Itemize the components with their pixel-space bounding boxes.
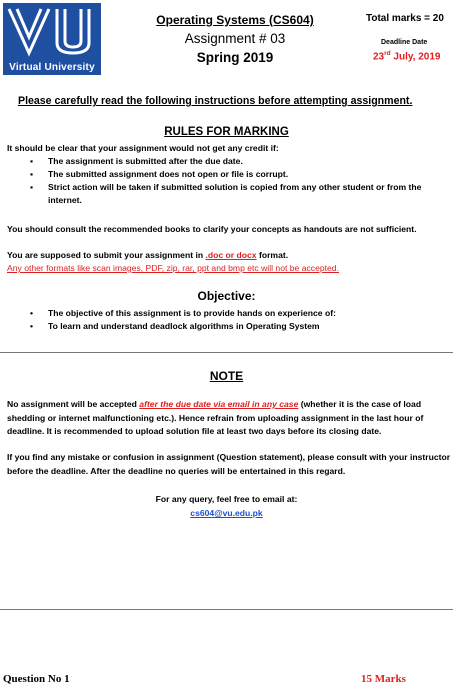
total-marks: Total marks = 20 (366, 13, 444, 24)
university-logo: Virtual University (3, 3, 101, 75)
email-link[interactable]: cs604@vu.edu.pk (190, 508, 263, 518)
list-item: ▪The submitted assignment does not open … (30, 169, 289, 179)
list-item: •The objective of this assignment is to … (30, 308, 336, 318)
objective-title: Objective: (197, 289, 256, 303)
divider (0, 609, 453, 610)
format-text: You are supposed to submit your assignme… (7, 250, 289, 260)
list-item: ▪The assignment is submitted after the d… (30, 156, 243, 166)
vu-logo-icon (7, 8, 91, 57)
objective-list: •The objective of this assignment is to … (7, 307, 453, 333)
deadline-date: 23rd July, 2019 (373, 50, 441, 63)
list-item: •To learn and understand deadlock algori… (30, 321, 320, 331)
question-marks: 15 Marks (361, 673, 406, 685)
rules-title: RULES FOR MARKING (164, 126, 289, 138)
divider (0, 352, 453, 353)
course-title: Operating Systems (CS604) (156, 13, 314, 27)
semester-title: Spring 2019 (196, 50, 274, 65)
deadline-label: Deadline Date (381, 39, 428, 46)
consult-text: You should consult the recommended books… (7, 224, 417, 234)
email-wrapper: cs604@vu.edu.pk (0, 507, 453, 520)
note-paragraph-1: No assignment will be accepted after the… (7, 399, 424, 436)
objective-section: •The objective of this assignment is to … (7, 307, 453, 333)
note-emphasis: after the due date via email in any case (139, 399, 299, 409)
rules-list: ▪The assignment is submitted after the d… (7, 155, 453, 207)
rules-section: It should be clear that your assignment … (7, 142, 453, 207)
format-value: .doc or docx (205, 250, 257, 260)
list-item: ▪Strict action will be taken if submitte… (30, 182, 422, 205)
logo-text: Virtual University (9, 62, 95, 73)
instructions-title: Please carefully read the following inst… (18, 95, 413, 107)
format-warning: Any other formats like scan images, PDF,… (7, 263, 339, 273)
note-title: NOTE (209, 369, 244, 383)
assignment-title: Assignment # 03 (184, 31, 286, 46)
note-paragraph-2: If you find any mistake or confusion in … (7, 452, 451, 476)
rules-intro: It should be clear that your assignment … (7, 143, 279, 153)
query-text: For any query, feel free to email at: (155, 494, 298, 504)
question-label: Question No 1 (3, 673, 70, 685)
